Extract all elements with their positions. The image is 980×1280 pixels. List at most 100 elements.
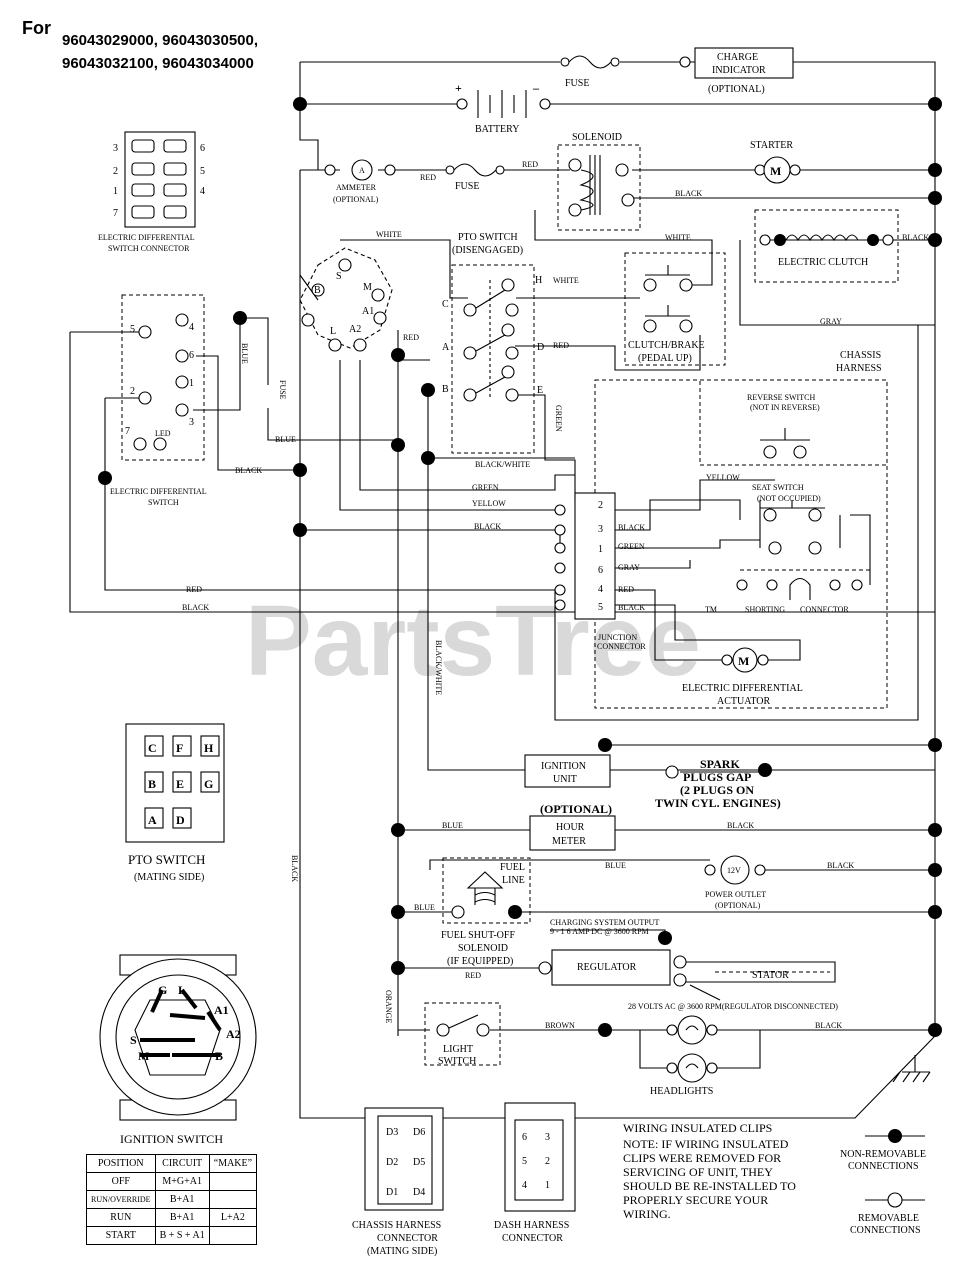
svg-text:1: 1 bbox=[189, 378, 194, 389]
svg-text:(NOT IN REVERSE): (NOT IN REVERSE) bbox=[750, 403, 820, 412]
svg-text:GRAY: GRAY bbox=[618, 563, 640, 572]
svg-text:7: 7 bbox=[125, 426, 130, 437]
svg-text:M: M bbox=[138, 1049, 149, 1063]
svg-text:ELECTRIC DIFFERENTIAL: ELECTRIC DIFFERENTIAL bbox=[98, 233, 195, 242]
svg-text:D: D bbox=[176, 813, 185, 827]
electric-clutch: ELECTRIC CLUTCH BLACK WHITE GRAY bbox=[665, 209, 929, 326]
svg-text:BLACK: BLACK bbox=[235, 466, 262, 475]
svg-text:SHORTING: SHORTING bbox=[745, 605, 785, 614]
headlights: HEADLIGHTS bbox=[650, 1015, 718, 1097]
ignition-terminals: S B M L A2 A1 WHITE RED bbox=[299, 230, 419, 352]
svg-text:CONNECTOR: CONNECTOR bbox=[597, 642, 646, 651]
svg-text:METER: METER bbox=[552, 836, 586, 847]
svg-text:ELECTRIC CLUTCH: ELECTRIC CLUTCH bbox=[778, 257, 868, 268]
fuse-2: FUSE RED bbox=[445, 160, 538, 192]
svg-text:WHITE: WHITE bbox=[665, 233, 691, 242]
svg-text:RED: RED bbox=[465, 971, 481, 980]
power-outlet: 12V POWER OUTLET (OPTIONAL) BLUE BLACK bbox=[605, 855, 854, 910]
svg-text:(2 PLUGS ON: (2 PLUGS ON bbox=[680, 783, 754, 797]
svg-text:6: 6 bbox=[189, 350, 194, 361]
svg-text:TWIN CYL. ENGINES): TWIN CYL. ENGINES) bbox=[655, 796, 781, 810]
svg-text:(MATING SIDE): (MATING SIDE) bbox=[367, 1246, 437, 1257]
model-numbers-line1: 96043029000, 96043030500, bbox=[62, 32, 259, 49]
clutch-brake-switch: CLUTCH/BRAKE (PEDAL UP) bbox=[624, 252, 726, 366]
svg-text:D: D bbox=[537, 342, 544, 353]
svg-text:BLACK: BLACK bbox=[902, 233, 929, 242]
svg-text:F: F bbox=[176, 741, 183, 755]
pto-mating-connector: C F H B E G A D PTO SWITCH (MATING SIDE) bbox=[125, 723, 225, 883]
non-removable-dots bbox=[98, 97, 942, 1037]
svg-text:STARTER: STARTER bbox=[750, 140, 793, 151]
svg-text:S: S bbox=[130, 1033, 137, 1047]
svg-text:RED: RED bbox=[553, 341, 569, 350]
svg-text:C: C bbox=[442, 299, 449, 310]
svg-text:BLACK/WHITE: BLACK/WHITE bbox=[475, 460, 530, 469]
svg-text:A: A bbox=[148, 813, 157, 827]
svg-text:ORANGE: ORANGE bbox=[384, 990, 393, 1023]
ed-switch: 5 4 6 1 2 3 7 LED ELECTRIC DIFFERENTIAL … bbox=[110, 294, 296, 507]
svg-text:–: – bbox=[532, 81, 540, 95]
svg-text:D4: D4 bbox=[413, 1187, 425, 1198]
svg-text:GREEN: GREEN bbox=[618, 542, 645, 551]
svg-text:LINE: LINE bbox=[502, 875, 525, 886]
svg-text:G: G bbox=[204, 777, 213, 791]
svg-text:SOLENOID: SOLENOID bbox=[572, 132, 622, 143]
svg-text:E: E bbox=[176, 777, 184, 791]
table-cell: B+A1 bbox=[154, 1208, 210, 1227]
svg-text:BLUE: BLUE bbox=[240, 343, 249, 364]
svg-text:CONNECTOR: CONNECTOR bbox=[377, 1233, 438, 1244]
svg-text:BLACK: BLACK bbox=[618, 523, 645, 532]
svg-text:BLACK: BLACK bbox=[675, 189, 702, 198]
svg-text:CHARGING SYSTEM OUTPUT: CHARGING SYSTEM OUTPUT bbox=[550, 918, 659, 927]
svg-text:FUSE: FUSE bbox=[565, 78, 589, 89]
svg-text:3: 3 bbox=[598, 524, 603, 535]
svg-text:SOLENOID: SOLENOID bbox=[458, 943, 508, 954]
svg-text:B: B bbox=[442, 384, 449, 395]
svg-text:(OPTIONAL): (OPTIONAL) bbox=[540, 802, 612, 816]
table-row: RUN B+A1 L+A2 bbox=[86, 1208, 258, 1227]
table-cell: START bbox=[86, 1226, 156, 1245]
svg-text:IGNITION SWITCH: IGNITION SWITCH bbox=[120, 1132, 223, 1146]
ammeter: A AMMETER (OPTIONAL) RED bbox=[324, 159, 436, 204]
ed-switch-connector: 3 6 2 5 1 4 7 ELECTRIC DIFFERENTIAL SWIT… bbox=[98, 131, 205, 253]
svg-text:FUSE: FUSE bbox=[455, 181, 479, 192]
svg-text:GREEN: GREEN bbox=[472, 483, 499, 492]
light-switch: LIGHT SWITCH BROWN BLACK bbox=[424, 1002, 842, 1067]
ignition-switch-face: G L A1 A2 S M B IGNITION SWITCH bbox=[99, 954, 257, 1146]
svg-text:PLUGS GAP: PLUGS GAP bbox=[683, 770, 751, 784]
svg-text:BLUE: BLUE bbox=[442, 821, 463, 830]
svg-text:CONNECTOR: CONNECTOR bbox=[800, 605, 849, 614]
svg-text:SPARK: SPARK bbox=[700, 757, 740, 771]
legend: NON-REMOVABLE CONNECTIONS REMOVABLE CONN… bbox=[840, 1129, 926, 1236]
svg-text:SHOULD BE RE-INSTALLED TO: SHOULD BE RE-INSTALLED TO bbox=[623, 1179, 796, 1193]
table-cell: L+A2 bbox=[208, 1208, 258, 1227]
svg-text:CLUTCH/BRAKE: CLUTCH/BRAKE bbox=[628, 340, 705, 351]
svg-text:2: 2 bbox=[113, 166, 118, 177]
table-header: “MAKE” bbox=[208, 1154, 258, 1173]
svg-text:BLACK: BLACK bbox=[290, 855, 299, 882]
chassis-harness: CHASSIS HARNESS REVERSE SWITCH (NOT IN R… bbox=[594, 350, 888, 709]
svg-text:D6: D6 bbox=[413, 1127, 425, 1138]
svg-text:2: 2 bbox=[545, 1156, 550, 1167]
svg-text:GREEN: GREEN bbox=[554, 405, 563, 432]
table-cell bbox=[208, 1172, 258, 1191]
svg-text:1: 1 bbox=[113, 186, 118, 197]
svg-text:BATTERY: BATTERY bbox=[475, 124, 519, 135]
solenoid: SOLENOID BLACK bbox=[557, 132, 702, 231]
svg-text:UNIT: UNIT bbox=[553, 774, 577, 785]
svg-text:A: A bbox=[359, 166, 365, 175]
svg-text:6: 6 bbox=[598, 565, 603, 576]
svg-text:(DISENGAGED): (DISENGAGED) bbox=[452, 245, 523, 256]
svg-text:5: 5 bbox=[130, 324, 135, 335]
svg-text:ELECTRIC DIFFERENTIAL: ELECTRIC DIFFERENTIAL bbox=[110, 487, 207, 496]
svg-text:FUEL: FUEL bbox=[500, 862, 525, 873]
table-row: START B + S + A1 bbox=[86, 1226, 258, 1245]
fuel-shutoff-solenoid: FUEL LINE FUEL SHUT-OFF SOLENOID (IF EQU… bbox=[414, 857, 531, 967]
svg-text:5: 5 bbox=[522, 1156, 527, 1167]
svg-text:CLIPS WERE REMOVED FOR: CLIPS WERE REMOVED FOR bbox=[623, 1151, 781, 1165]
svg-text:WIRING INSULATED CLIPS: WIRING INSULATED CLIPS bbox=[623, 1121, 772, 1135]
svg-text:IGNITION: IGNITION bbox=[541, 761, 586, 772]
svg-text:4: 4 bbox=[522, 1180, 527, 1191]
